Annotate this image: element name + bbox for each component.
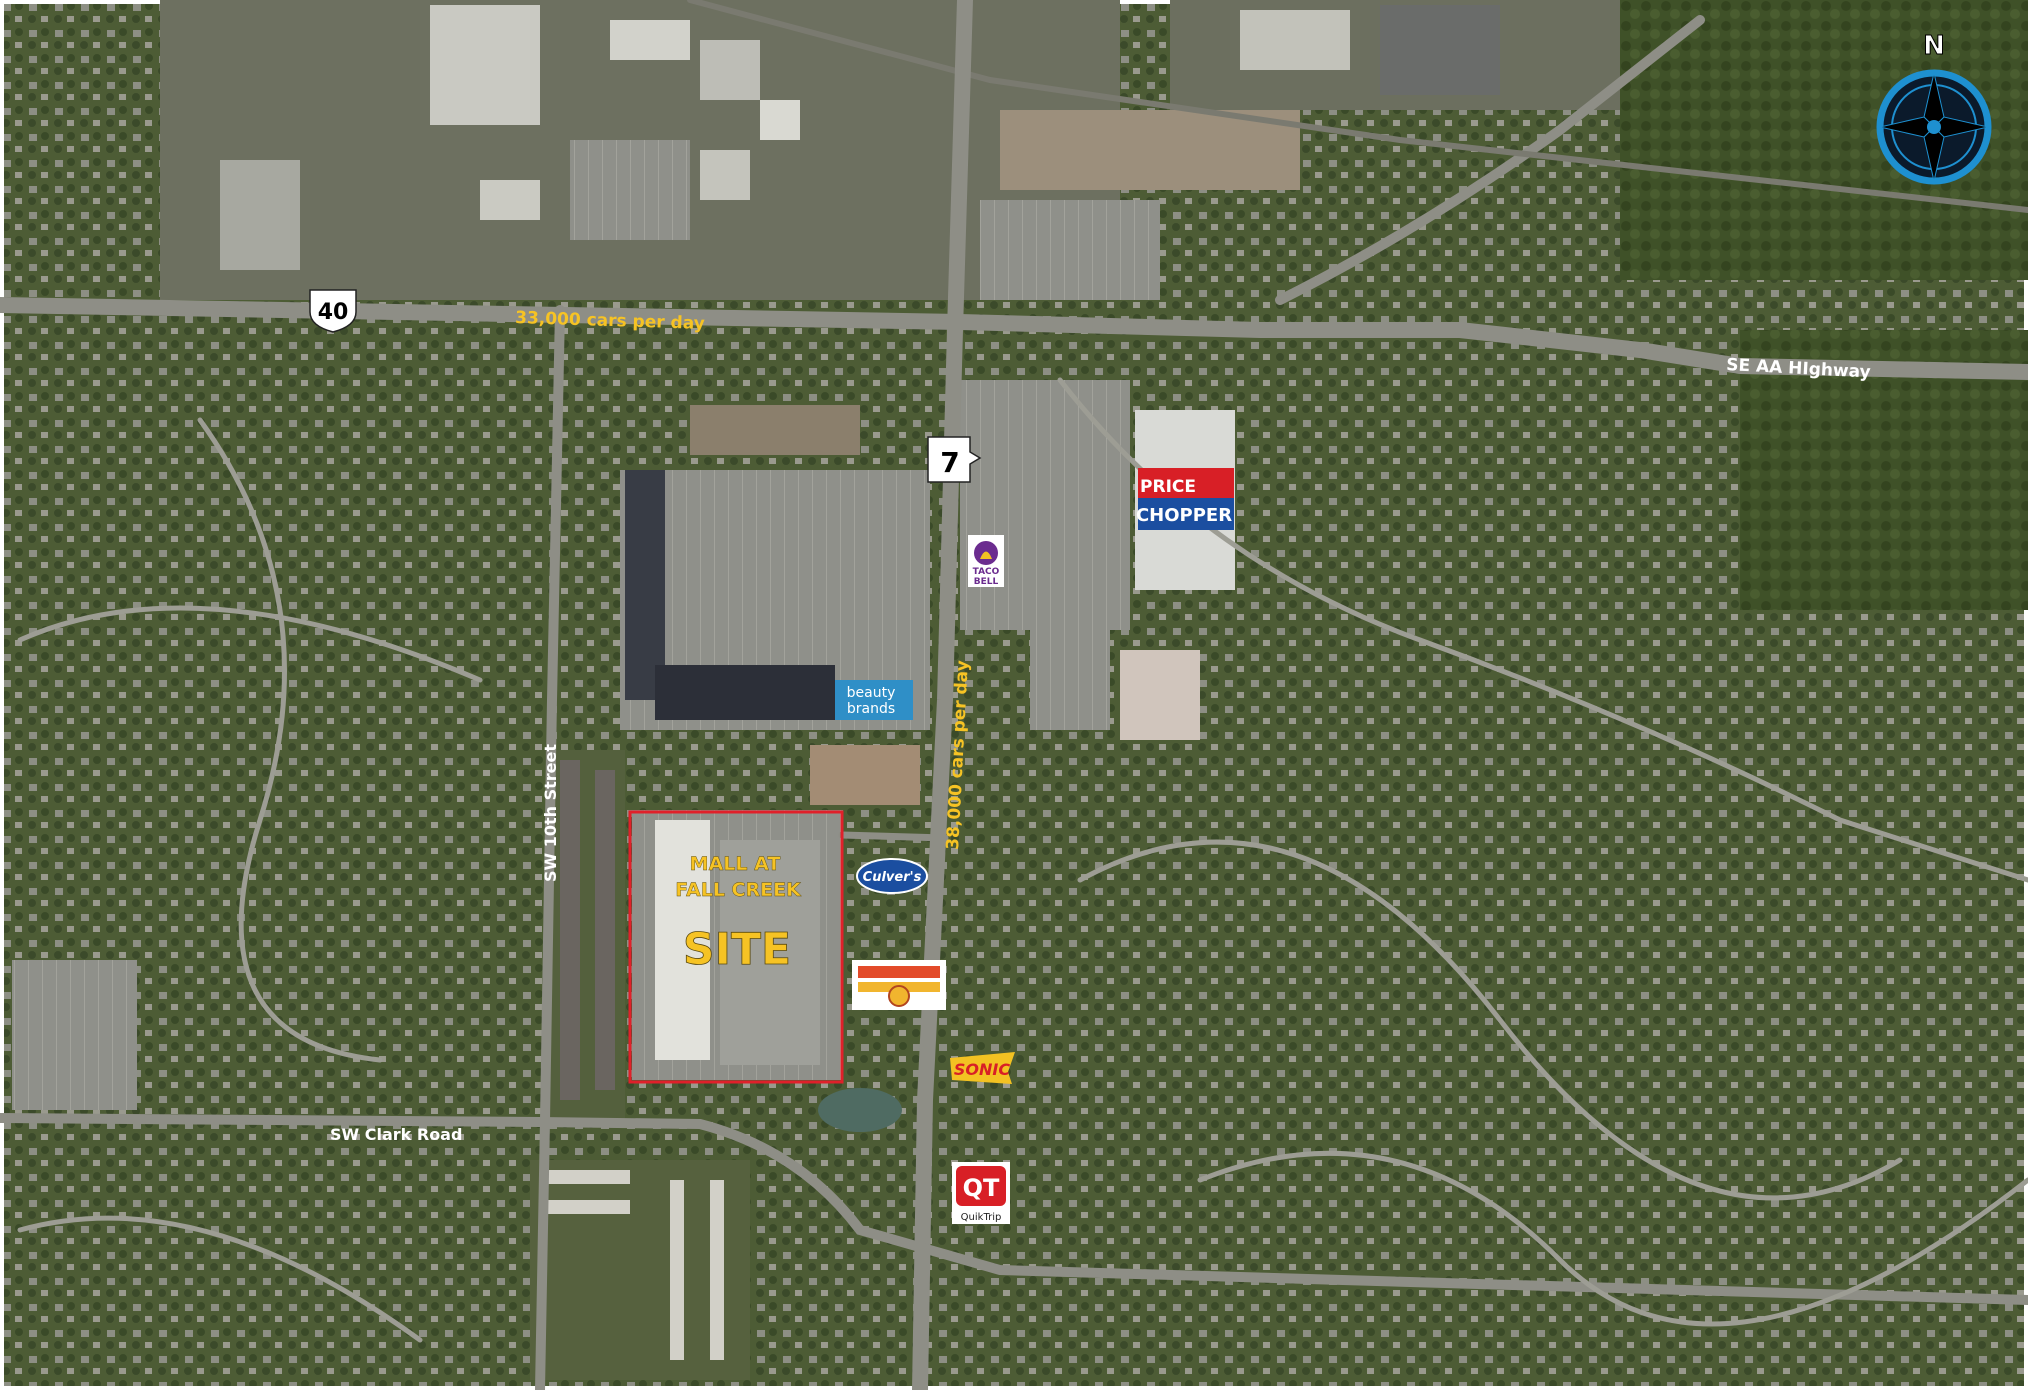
price-chopper-logo: PRICE CHOPPER <box>1136 468 1234 530</box>
local-street-4 <box>17 605 483 683</box>
culvers-logo: Culver's <box>856 858 928 894</box>
southwest-lot <box>12 960 137 1110</box>
price-chopper-line-1: PRICE <box>1140 477 1196 497</box>
site-label: SITE <box>683 924 791 975</box>
local-street-5 <box>1197 1150 2028 1327</box>
taco-bell-line-1: TACO <box>973 567 1000 577</box>
railroad <box>687 0 2028 213</box>
price-chopper-line-2: CHOPPER <box>1136 505 1232 526</box>
culvers-text: Culver's <box>863 870 922 885</box>
price-chopper-complex <box>960 110 1300 740</box>
route-7-shield-number: 7 <box>940 446 959 479</box>
us-40-shield-number: 40 <box>318 300 349 325</box>
site-outline <box>628 810 844 1084</box>
sw-clark-road-road <box>0 1113 2028 1305</box>
apartments-south <box>530 1160 750 1380</box>
pond <box>818 1088 902 1132</box>
us-40-ramp <box>1275 15 1705 305</box>
local-street-3 <box>197 417 383 1063</box>
local-street-6 <box>17 1215 423 1343</box>
beauty-brands-line-2: brands <box>847 701 895 717</box>
site-name-line-2: FALL CREEK <box>675 879 802 901</box>
sw-10th-street-road <box>535 305 565 1390</box>
quiktrip-logo: QT QuikTrip <box>952 1162 1010 1224</box>
compass-north-label: N <box>1923 31 1945 61</box>
compass-rose: N <box>1876 31 1992 185</box>
restaurant-logo <box>852 960 946 1010</box>
sonic-logo: SONIC <box>950 1052 1015 1084</box>
sw-clark-road-label: SW Clark Road <box>330 1125 462 1144</box>
route-7-shield: 7 <box>927 436 982 483</box>
taco-bell-line-2: BELL <box>974 577 999 587</box>
us-40-shield: 40 <box>309 289 357 333</box>
route-7-road <box>912 0 973 1390</box>
site-name-line-1: MALL AT <box>690 853 781 875</box>
local-street-2 <box>1077 839 1903 1201</box>
taco-bell-logo: TACO BELL <box>968 535 1004 587</box>
sonic-text: SONIC <box>954 1060 1010 1079</box>
townhomes <box>545 750 625 1120</box>
beauty-brands-line-1: beauty <box>847 685 896 701</box>
beauty-brands-logo: beauty brands <box>835 680 913 720</box>
mall-site <box>632 810 842 1080</box>
quiktrip-mark: QT <box>963 1174 1000 1202</box>
quiktrip-name: QuikTrip <box>961 1212 1002 1223</box>
site-access-road <box>838 831 949 842</box>
sw-10th-street-label: SW 10th Street <box>541 744 560 882</box>
